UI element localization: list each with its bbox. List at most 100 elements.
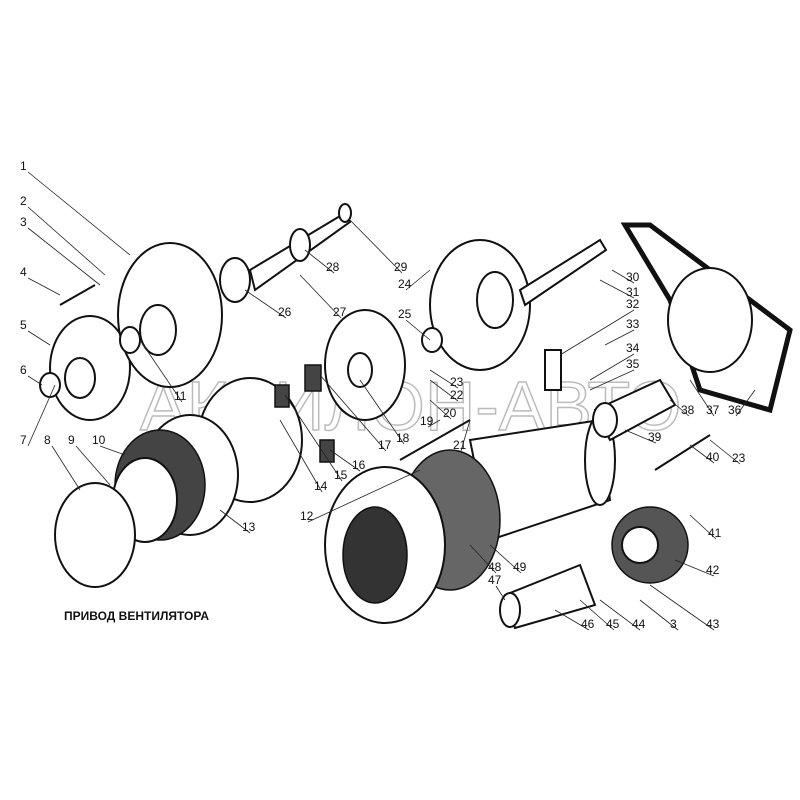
leader-line (27, 171, 131, 256)
part-number-label: 6 (20, 363, 27, 377)
gear-28 (289, 228, 311, 262)
part-number-label: 23 (450, 375, 464, 389)
spring-16 (319, 439, 335, 463)
part-number-label: 41 (708, 526, 722, 540)
leader-line (279, 419, 323, 493)
nut-part (39, 372, 61, 398)
part-number-label: 29 (394, 260, 408, 274)
part-number-label: 25 (398, 307, 412, 321)
part-number-label: 46 (581, 617, 595, 631)
part-number-label: 45 (606, 617, 620, 631)
part-number-label: 16 (352, 458, 366, 472)
leader-line (639, 599, 679, 631)
leader-line (139, 339, 183, 403)
part-number-label: 33 (626, 317, 640, 331)
leader-line (709, 439, 741, 465)
leader-line (559, 309, 635, 356)
part-number-label: 7 (20, 433, 27, 447)
part-number-label: 35 (626, 357, 640, 371)
leader-line (489, 544, 522, 574)
leader-line (429, 379, 459, 402)
part-number-label: 26 (278, 305, 292, 319)
part-number-label: 37 (706, 403, 720, 417)
leader-line (329, 449, 361, 472)
lock-plate-8 (54, 482, 136, 588)
leader-line (27, 330, 51, 346)
rotor-bore (347, 352, 373, 388)
part-number-label: 15 (334, 468, 348, 482)
part-number-label: 3 (670, 617, 677, 631)
leader-line (735, 389, 756, 417)
leader-line (429, 399, 452, 420)
leader-line (611, 269, 635, 284)
part-number-label: 44 (632, 617, 646, 631)
leader-line (624, 429, 657, 444)
part-number-label: 10 (92, 433, 106, 447)
leader-line (359, 379, 405, 445)
part-number-label: 11 (174, 389, 187, 403)
leader-line (51, 445, 81, 491)
leader-line (299, 274, 342, 319)
part-number-label: 23 (732, 451, 746, 465)
leader-line (689, 444, 715, 464)
leader-line (689, 514, 717, 540)
leader-line (27, 206, 106, 276)
part-number-label: 27 (333, 305, 347, 319)
part-number-label: 49 (513, 560, 527, 574)
leader-line (469, 544, 497, 574)
part-number-label: 9 (68, 433, 75, 447)
part-number-label: 47 (488, 573, 502, 587)
spring-15 (274, 384, 290, 408)
part-number-label: 30 (626, 270, 640, 284)
part-number-label: 24 (398, 277, 412, 291)
part-number-label: 14 (314, 479, 328, 493)
part-number-label: 20 (443, 406, 457, 420)
part-number-label: 32 (626, 297, 640, 311)
part-number-label: 22 (450, 388, 464, 402)
leader-line (99, 445, 126, 456)
housing-bore (139, 304, 177, 356)
leader-line (27, 227, 101, 286)
bearing-39 (592, 402, 618, 438)
leader-line (604, 329, 635, 346)
leader-line (669, 399, 690, 417)
part-number-label: 38 (681, 403, 695, 417)
gear-hub (621, 526, 659, 564)
shaft-end (499, 592, 521, 628)
part-number-label: 40 (706, 450, 720, 464)
part-number-label: 19 (420, 414, 434, 428)
leader-line (75, 445, 111, 486)
bolt-40 (654, 434, 711, 471)
leader-line (405, 319, 431, 341)
part-number-label: 2 (20, 194, 27, 208)
leader-line (649, 584, 715, 631)
drum-bore (476, 271, 514, 329)
part-number-label: 31 (626, 285, 640, 299)
part-number-label: 1 (20, 159, 27, 173)
part-number-label: 3 (20, 215, 27, 229)
bearing-26 (219, 257, 251, 303)
part-number-label: 42 (706, 563, 720, 577)
part-number-label: 13 (242, 520, 256, 534)
leader-line (674, 559, 715, 577)
leader-line (429, 369, 459, 389)
part-number-label: 39 (648, 430, 662, 444)
cup-inner (342, 506, 408, 604)
seal-ring-11 (119, 326, 141, 354)
flange-hub (64, 357, 96, 399)
part-number-label: 21 (453, 438, 467, 452)
part-number-label: 34 (626, 341, 640, 355)
leader-line (244, 289, 287, 319)
output-shaft (518, 238, 608, 307)
leader-line (599, 279, 635, 299)
part-number-label: 17 (378, 438, 392, 452)
gasket-hole (667, 267, 753, 373)
parts-drawing (39, 203, 793, 630)
leader-line (307, 469, 421, 523)
leader-line (460, 419, 471, 452)
leader-line (27, 384, 56, 447)
leader-line (599, 599, 641, 631)
